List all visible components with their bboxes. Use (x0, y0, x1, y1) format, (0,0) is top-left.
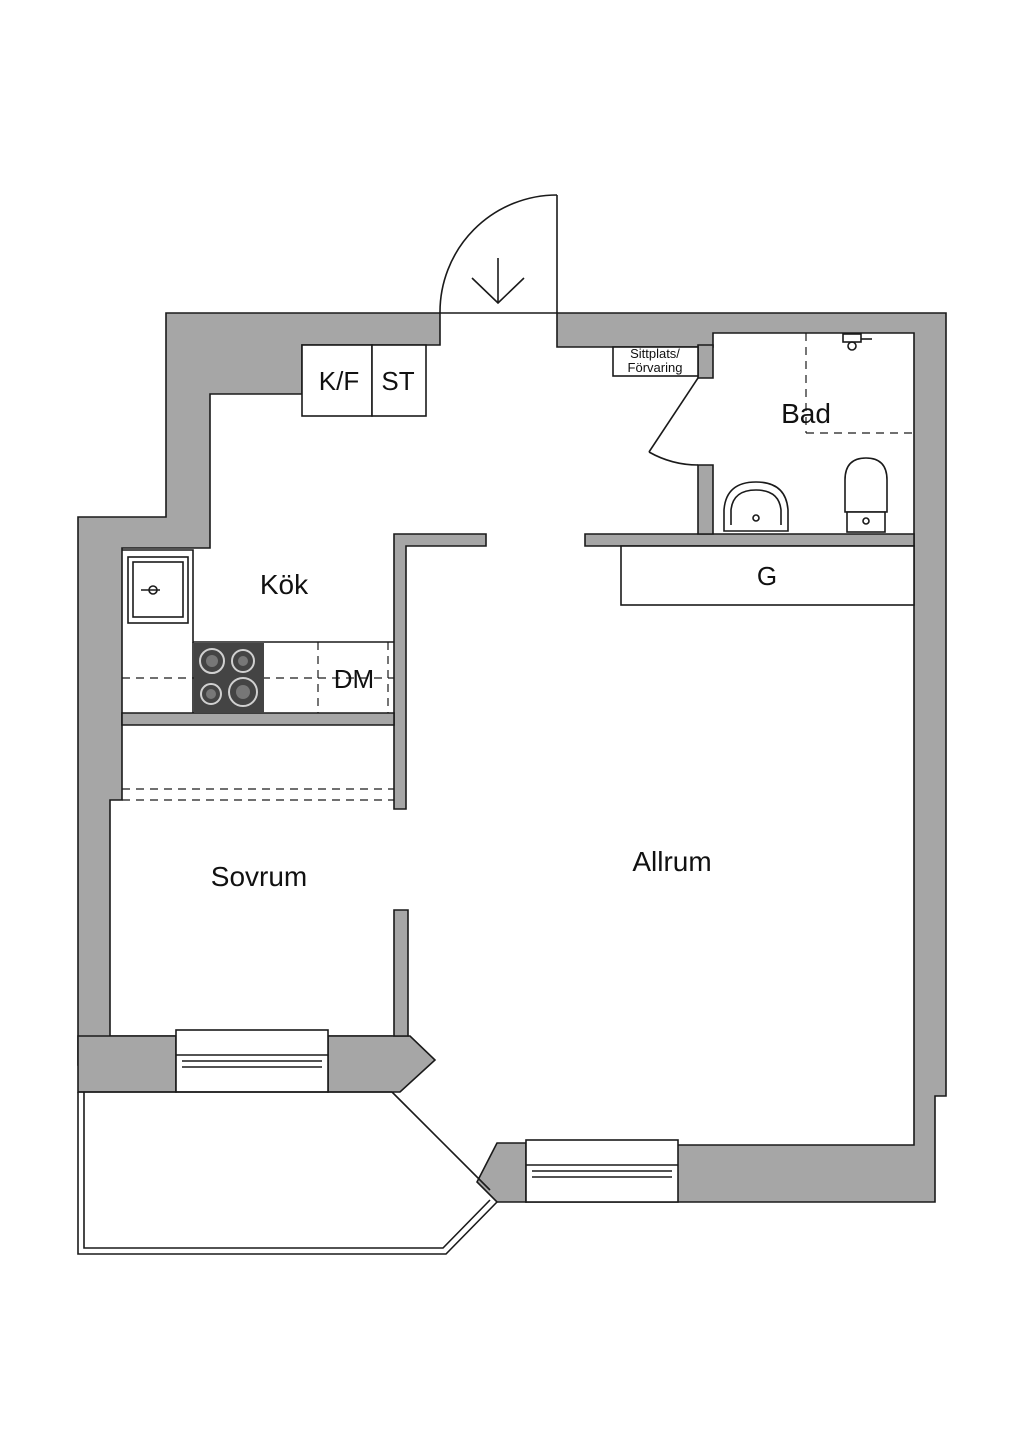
st-label: ST (381, 366, 414, 396)
shower-area (805, 333, 914, 434)
sittplats-label-2: Förvaring (628, 360, 683, 375)
wall-block-s (327, 1035, 437, 1093)
kf-label: K/F (319, 366, 359, 396)
entrance-door (439, 194, 558, 314)
room-label-sovrum: Sovrum (211, 861, 307, 892)
room-label-allrum: Allrum (632, 846, 711, 877)
bathroom-wall-top-stub (697, 344, 714, 379)
bedroom-wardrobe (122, 788, 394, 801)
bathroom-wall-left (697, 464, 714, 535)
bedroom-wall-stub (393, 909, 409, 1037)
room-label-bad: Bad (781, 398, 831, 429)
kitchen-sink-icon (127, 556, 189, 624)
kitchen-counter (122, 549, 394, 713)
storage-g (620, 545, 915, 606)
stove-icon (194, 643, 264, 713)
bathroom-door (648, 377, 699, 466)
living-room-window (525, 1139, 679, 1203)
wall-block-sw (77, 1035, 177, 1093)
dm-label: DM (334, 664, 374, 694)
fridge-freezer-cabinet (301, 344, 373, 417)
kitchen-wall-vertical (393, 533, 487, 810)
kitchen-wall-horizontal (121, 712, 395, 726)
bedroom-window (175, 1029, 329, 1093)
g-label: G (757, 561, 777, 591)
shower-head-icon (842, 333, 872, 351)
entrance-arrow-icon (471, 258, 525, 305)
bathroom-wall-bottom (584, 533, 915, 547)
sittplats-box (612, 346, 699, 377)
room-label-kok: Kök (260, 569, 309, 600)
sittplats-label-1: Sittplats/ (630, 346, 680, 361)
wall-block-se (476, 1142, 527, 1203)
balcony (77, 1091, 498, 1255)
toilet-icon (844, 457, 888, 533)
washbasin-icon (723, 481, 789, 532)
storage-cabinet (371, 344, 427, 417)
